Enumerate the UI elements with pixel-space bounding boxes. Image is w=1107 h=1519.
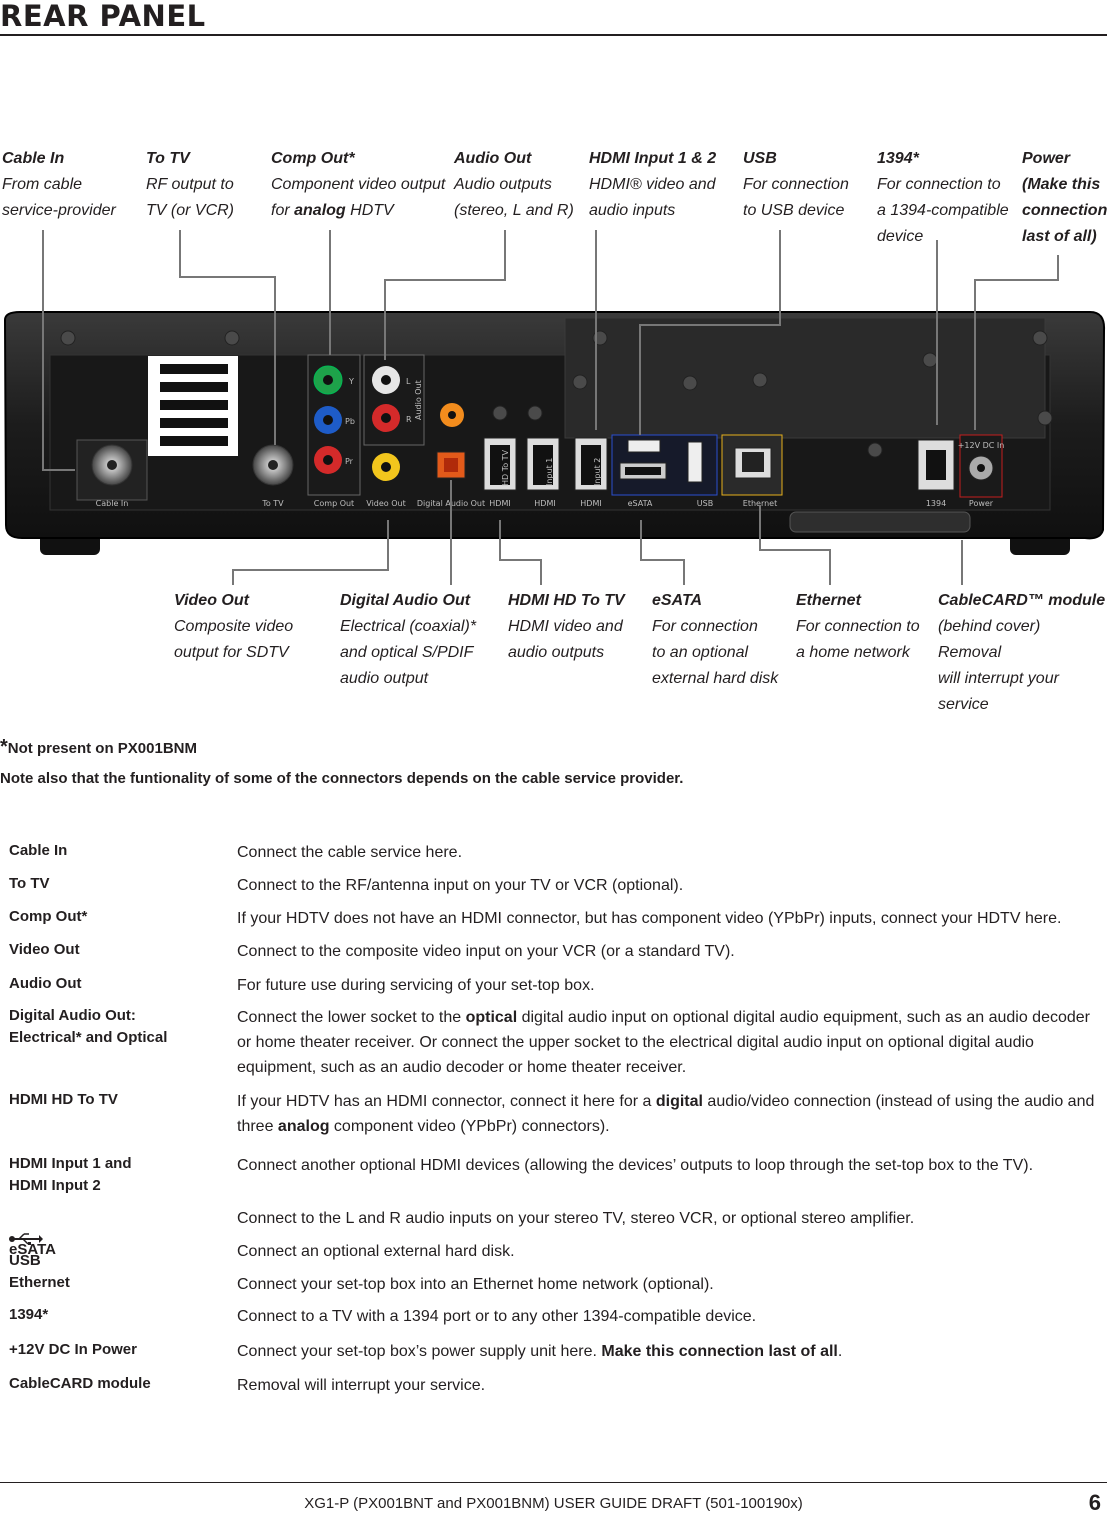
table-row: USB Connect to the L and R audio inputs … <box>9 1210 915 1269</box>
rear-panel-illustration: Cable In To TV Y Pb Pr Comp Out L R Audi… <box>3 311 1106 555</box>
page-title: REAR PANEL <box>0 0 206 33</box>
usb-port-vertical <box>687 441 703 483</box>
table-row: HDMI HD To TV If your HDTV has an HDMI c… <box>9 1091 1095 1135</box>
device-label-usb: USB <box>697 499 713 508</box>
svg-text:+12V DC In: +12V DC In <box>958 441 1005 450</box>
device-label-1394: 1394 <box>926 499 946 508</box>
footnote-not-present: *Not present on PX001BNM <box>0 736 197 758</box>
svg-text:Input 2: Input 2 <box>593 458 602 486</box>
device-label-power: Power <box>969 499 994 508</box>
device-label-comp-out: Comp Out <box>314 499 354 508</box>
svg-text:HDMI: HDMI <box>580 499 601 508</box>
usb-icon <box>9 1233 43 1246</box>
svg-text:Pb: Pb <box>345 417 355 426</box>
device-label-ethernet: Ethernet <box>743 499 777 508</box>
svg-text:Y: Y <box>348 377 354 386</box>
device-label-to-tv: To TV <box>261 499 284 508</box>
footer-rule <box>0 1482 1107 1483</box>
cablecard-cover <box>564 317 1046 439</box>
callout-1394: 1394*For connection to a 1394-compatible… <box>877 150 1009 245</box>
device-label-cable-in: Cable In <box>96 499 129 508</box>
note-functionality: Note also that the funtionality of some … <box>0 770 684 787</box>
footer-text: XG1-P (PX001BNT and PX001BNM) USER GUIDE… <box>304 1495 803 1512</box>
svg-text:Pr: Pr <box>345 457 354 466</box>
title-rule <box>0 34 1107 36</box>
callout-cablecard: CableCARD™ module(behind cover) Removal … <box>938 592 1106 713</box>
svg-text:R: R <box>406 415 412 424</box>
svg-text:Input 1: Input 1 <box>545 458 554 486</box>
page-number: 6 <box>1088 1490 1101 1515</box>
table-row: 1394*Connect to a TV with a 1394 port or… <box>9 1306 757 1325</box>
table-row: +12V DC In Power Connect your set-top bo… <box>9 1341 843 1360</box>
usb-port-horizontal <box>627 439 661 453</box>
leader-lines <box>42 230 1059 585</box>
vents <box>789 511 971 533</box>
callout-power: Power(Make this connection last of all) <box>1022 150 1107 245</box>
svg-text:HDMI: HDMI <box>489 499 510 508</box>
svg-text:HDMI: HDMI <box>534 499 555 508</box>
svg-text:L: L <box>406 377 411 386</box>
table-row: Digital Audio Out: Electrical* and Optic… <box>9 1007 1090 1076</box>
device-label-audio-out: Audio Out <box>414 380 423 420</box>
callout-comp-out: Comp Out*Component video output for anal… <box>271 150 446 219</box>
device-label-video-out: Video Out <box>366 499 405 508</box>
svg-text:HD To TV: HD To TV <box>501 449 510 486</box>
device-label-esata: eSATA <box>628 499 653 508</box>
table-row: Comp Out*If your HDTV does not have an H… <box>9 908 1062 927</box>
